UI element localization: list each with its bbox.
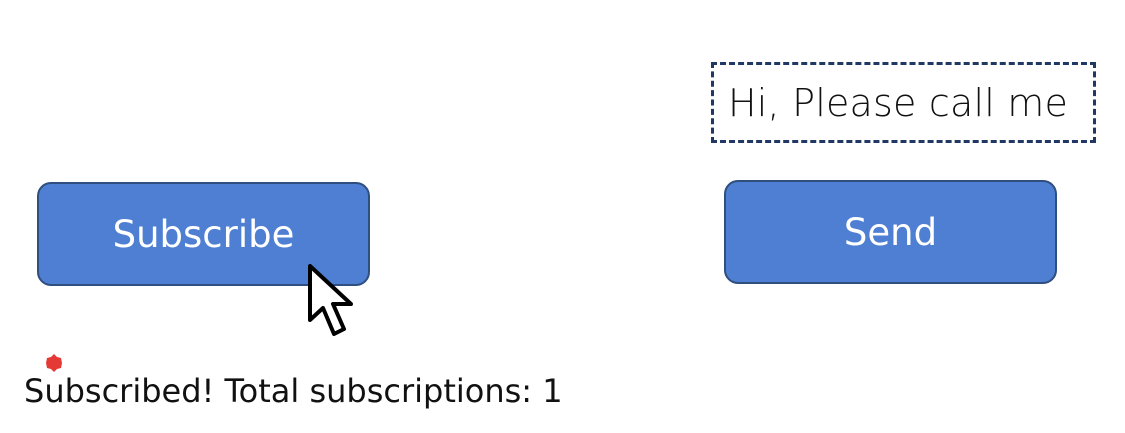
click-indicator-icon bbox=[46, 354, 62, 372]
subscribe-button-label: Subscribe bbox=[112, 212, 295, 256]
message-text: Hi, Please call me bbox=[728, 80, 1069, 125]
send-button-label: Send bbox=[843, 210, 938, 254]
message-text-box[interactable]: Hi, Please call me bbox=[711, 62, 1096, 143]
send-button[interactable]: Send bbox=[724, 180, 1057, 284]
subscription-status-text: Subscribed! Total subscriptions: 1 bbox=[24, 372, 563, 410]
subscribe-button[interactable]: Subscribe bbox=[37, 182, 370, 286]
